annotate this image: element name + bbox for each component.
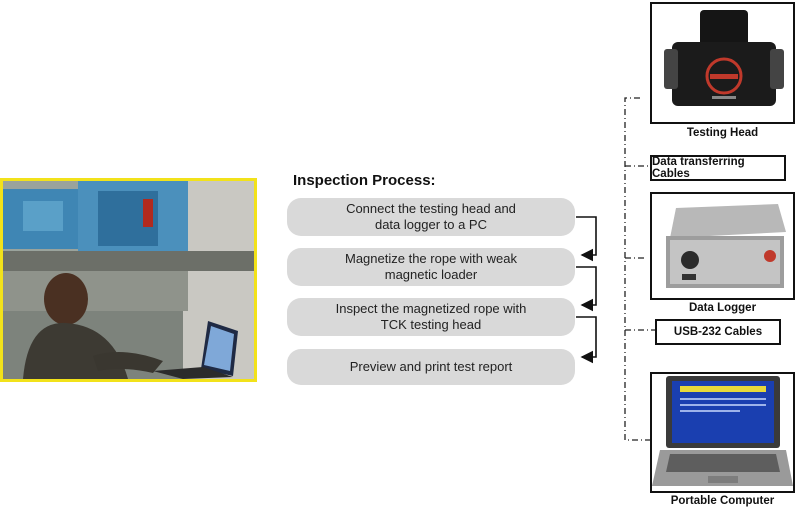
process-step-2: Magnetize the rope with weak magnetic lo… — [287, 248, 575, 286]
arrow-step1-to-step2 — [576, 216, 597, 262]
process-step-4: Preview and print test report — [287, 349, 575, 385]
process-step-3: Inspect the magnetized rope with TCK tes… — [287, 298, 575, 336]
process-title: Inspection Process: — [293, 172, 436, 189]
data-logger-icon — [652, 194, 793, 298]
laptop-icon — [652, 374, 793, 491]
inspection-photo — [0, 178, 257, 382]
testing-head-caption: Testing Head — [686, 127, 759, 139]
process-step-1: Connect the testing head and data logger… — [287, 198, 575, 236]
data-logger-frame — [650, 192, 795, 300]
portable-computer-caption: Portable Computer — [670, 495, 775, 507]
testing-head-frame — [650, 2, 795, 124]
data-logger-caption: Data Logger — [688, 302, 757, 314]
equipment-connector-line — [624, 97, 655, 441]
arrow-step2-to-step3 — [576, 266, 597, 312]
process-flow-arrows — [576, 216, 597, 364]
arrow-step3-to-step4 — [576, 316, 597, 364]
portable-computer-frame — [650, 372, 795, 493]
usb-232-cables-box: USB-232 Cables — [655, 319, 781, 345]
testing-head-icon — [652, 4, 793, 122]
data-transferring-cables-box: Data transferring Cables — [650, 155, 786, 181]
photo-illustration — [3, 181, 254, 379]
